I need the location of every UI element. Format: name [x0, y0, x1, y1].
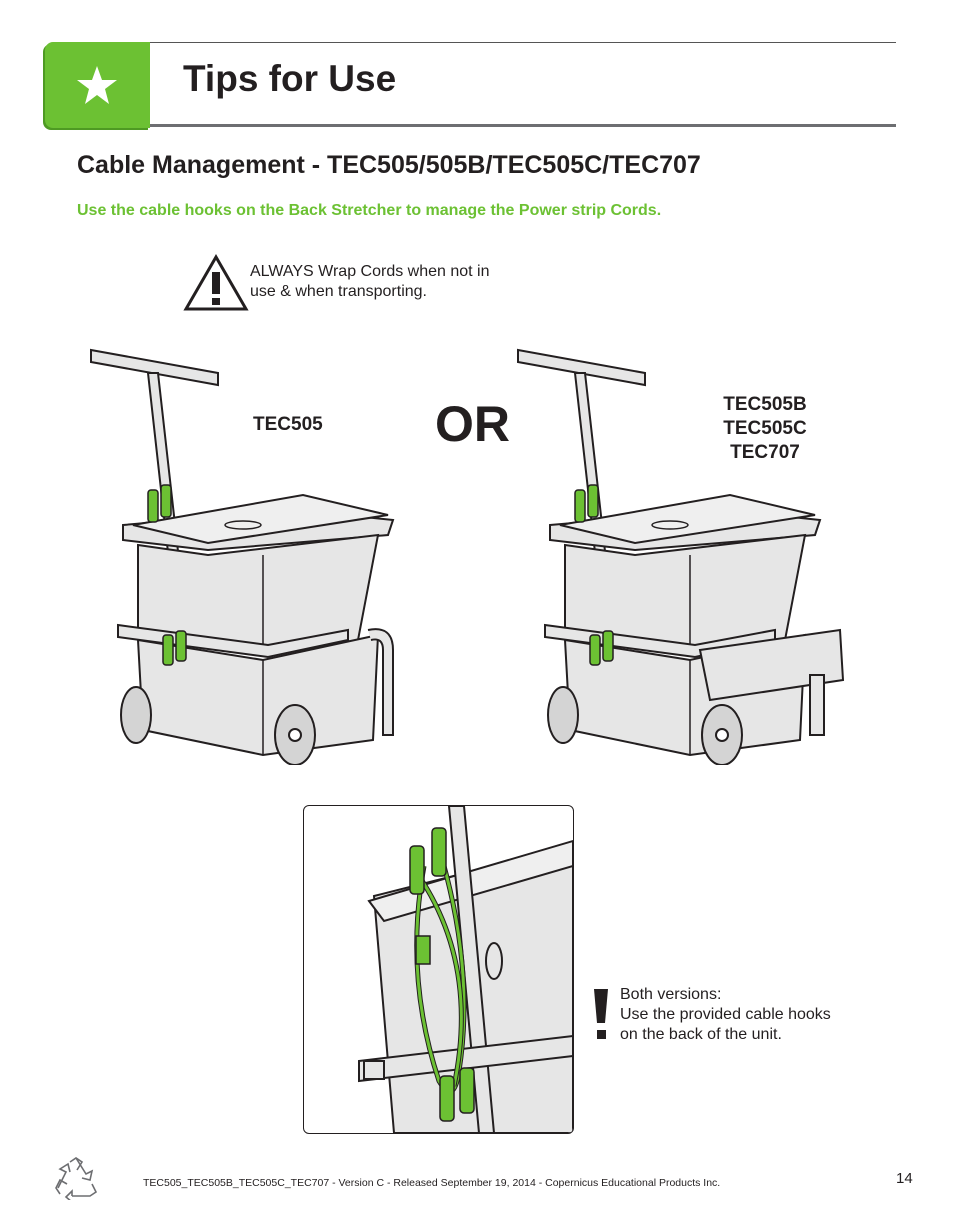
header-top-rule: [150, 42, 896, 43]
note-line-2: Use the provided cable hooks: [620, 1006, 831, 1023]
star-icon: [77, 66, 117, 104]
page-number: 14: [896, 1170, 913, 1187]
warning-line-2: use & when transporting.: [250, 283, 427, 300]
label-tec505: TEC505: [253, 414, 323, 435]
label-tec505c: TEC505C: [723, 418, 807, 439]
label-tec505b: TEC505B: [723, 394, 807, 415]
page-title: Tips for Use: [183, 58, 397, 99]
cable-hook-closeup-illustration: [358, 806, 573, 1133]
detail-closeup-frame: [303, 805, 574, 1134]
warning-text: ALWAYS Wrap Cords when not in use & when…: [250, 262, 540, 302]
warning-line-1: ALWAYS Wrap Cords when not in: [250, 263, 490, 280]
section-subheading: Use the cable hooks on the Back Stretche…: [77, 202, 662, 219]
label-or: OR: [435, 396, 510, 452]
note-line-1: Both versions:: [620, 986, 722, 1003]
note-text: Both versions: Use the provided cable ho…: [620, 985, 880, 1045]
header-bottom-rule: [150, 124, 896, 127]
label-tec707: TEC707: [730, 442, 800, 463]
cart-illustration-tec505b: [517, 348, 845, 765]
warning-triangle-icon: [183, 254, 249, 311]
label-model-group: TEC505B TEC505C TEC707: [700, 393, 830, 465]
header-icon-box: [45, 42, 150, 128]
cart-illustration-tec505: [90, 348, 395, 765]
section-heading: Cable Management - TEC505/505B/TEC505C/T…: [77, 151, 701, 179]
note-line-3: on the back of the unit.: [620, 1026, 782, 1043]
recycle-icon: [55, 1157, 98, 1200]
footer-text: TEC505_TEC505B_TEC505C_TEC707 - Version …: [143, 1177, 721, 1189]
exclamation-icon: [594, 989, 608, 1039]
